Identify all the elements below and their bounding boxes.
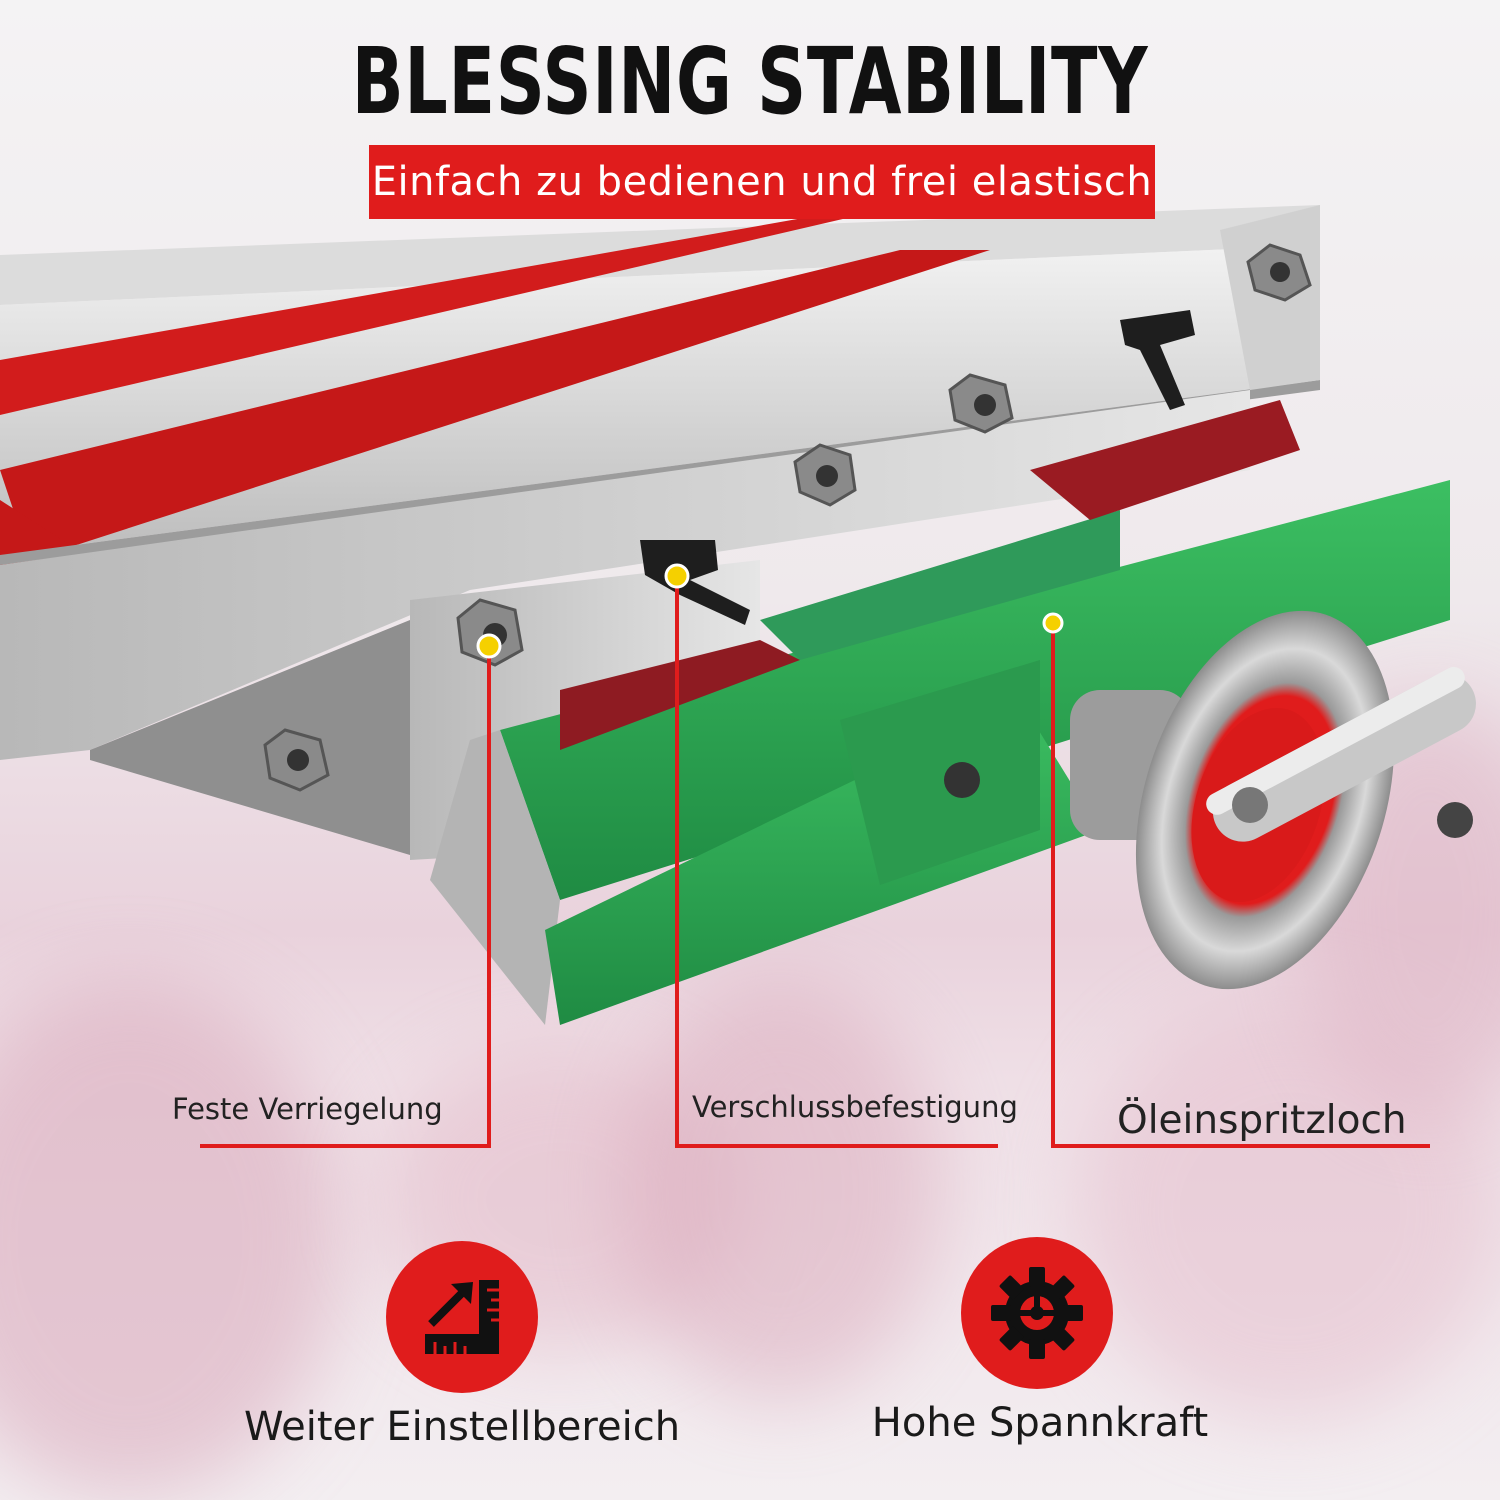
subtitle-banner: Einfach zu bedienen und frei elastisch xyxy=(369,145,1155,219)
feature-label-clamping: Hohe Spannkraft xyxy=(871,1400,1209,1446)
feature-icon-circle-adjustment xyxy=(386,1241,538,1393)
feature-icon-circle-clamping xyxy=(961,1237,1113,1389)
callout-label-verschlussbefestigung: Verschlussbefestigung xyxy=(692,1090,1018,1124)
subtitle-text: Einfach zu bedienen und frei elastisch xyxy=(371,159,1153,205)
callout-label-oeleinspritzloch: Öleinspritzloch xyxy=(1117,1098,1407,1143)
callout-dot-fastener xyxy=(664,563,690,589)
callout-label-feste-verriegelung: Feste Verriegelung xyxy=(172,1092,443,1126)
callout-dot-oil-hole xyxy=(1042,612,1064,634)
gear-icon xyxy=(991,1267,1083,1359)
ruler-arrow-icon xyxy=(425,1280,499,1354)
page-title: BLESSING STABILITY xyxy=(351,28,1149,135)
feature-label-adjustment: Weiter Einstellbereich xyxy=(243,1404,681,1450)
callout-dot-locking xyxy=(476,633,502,659)
